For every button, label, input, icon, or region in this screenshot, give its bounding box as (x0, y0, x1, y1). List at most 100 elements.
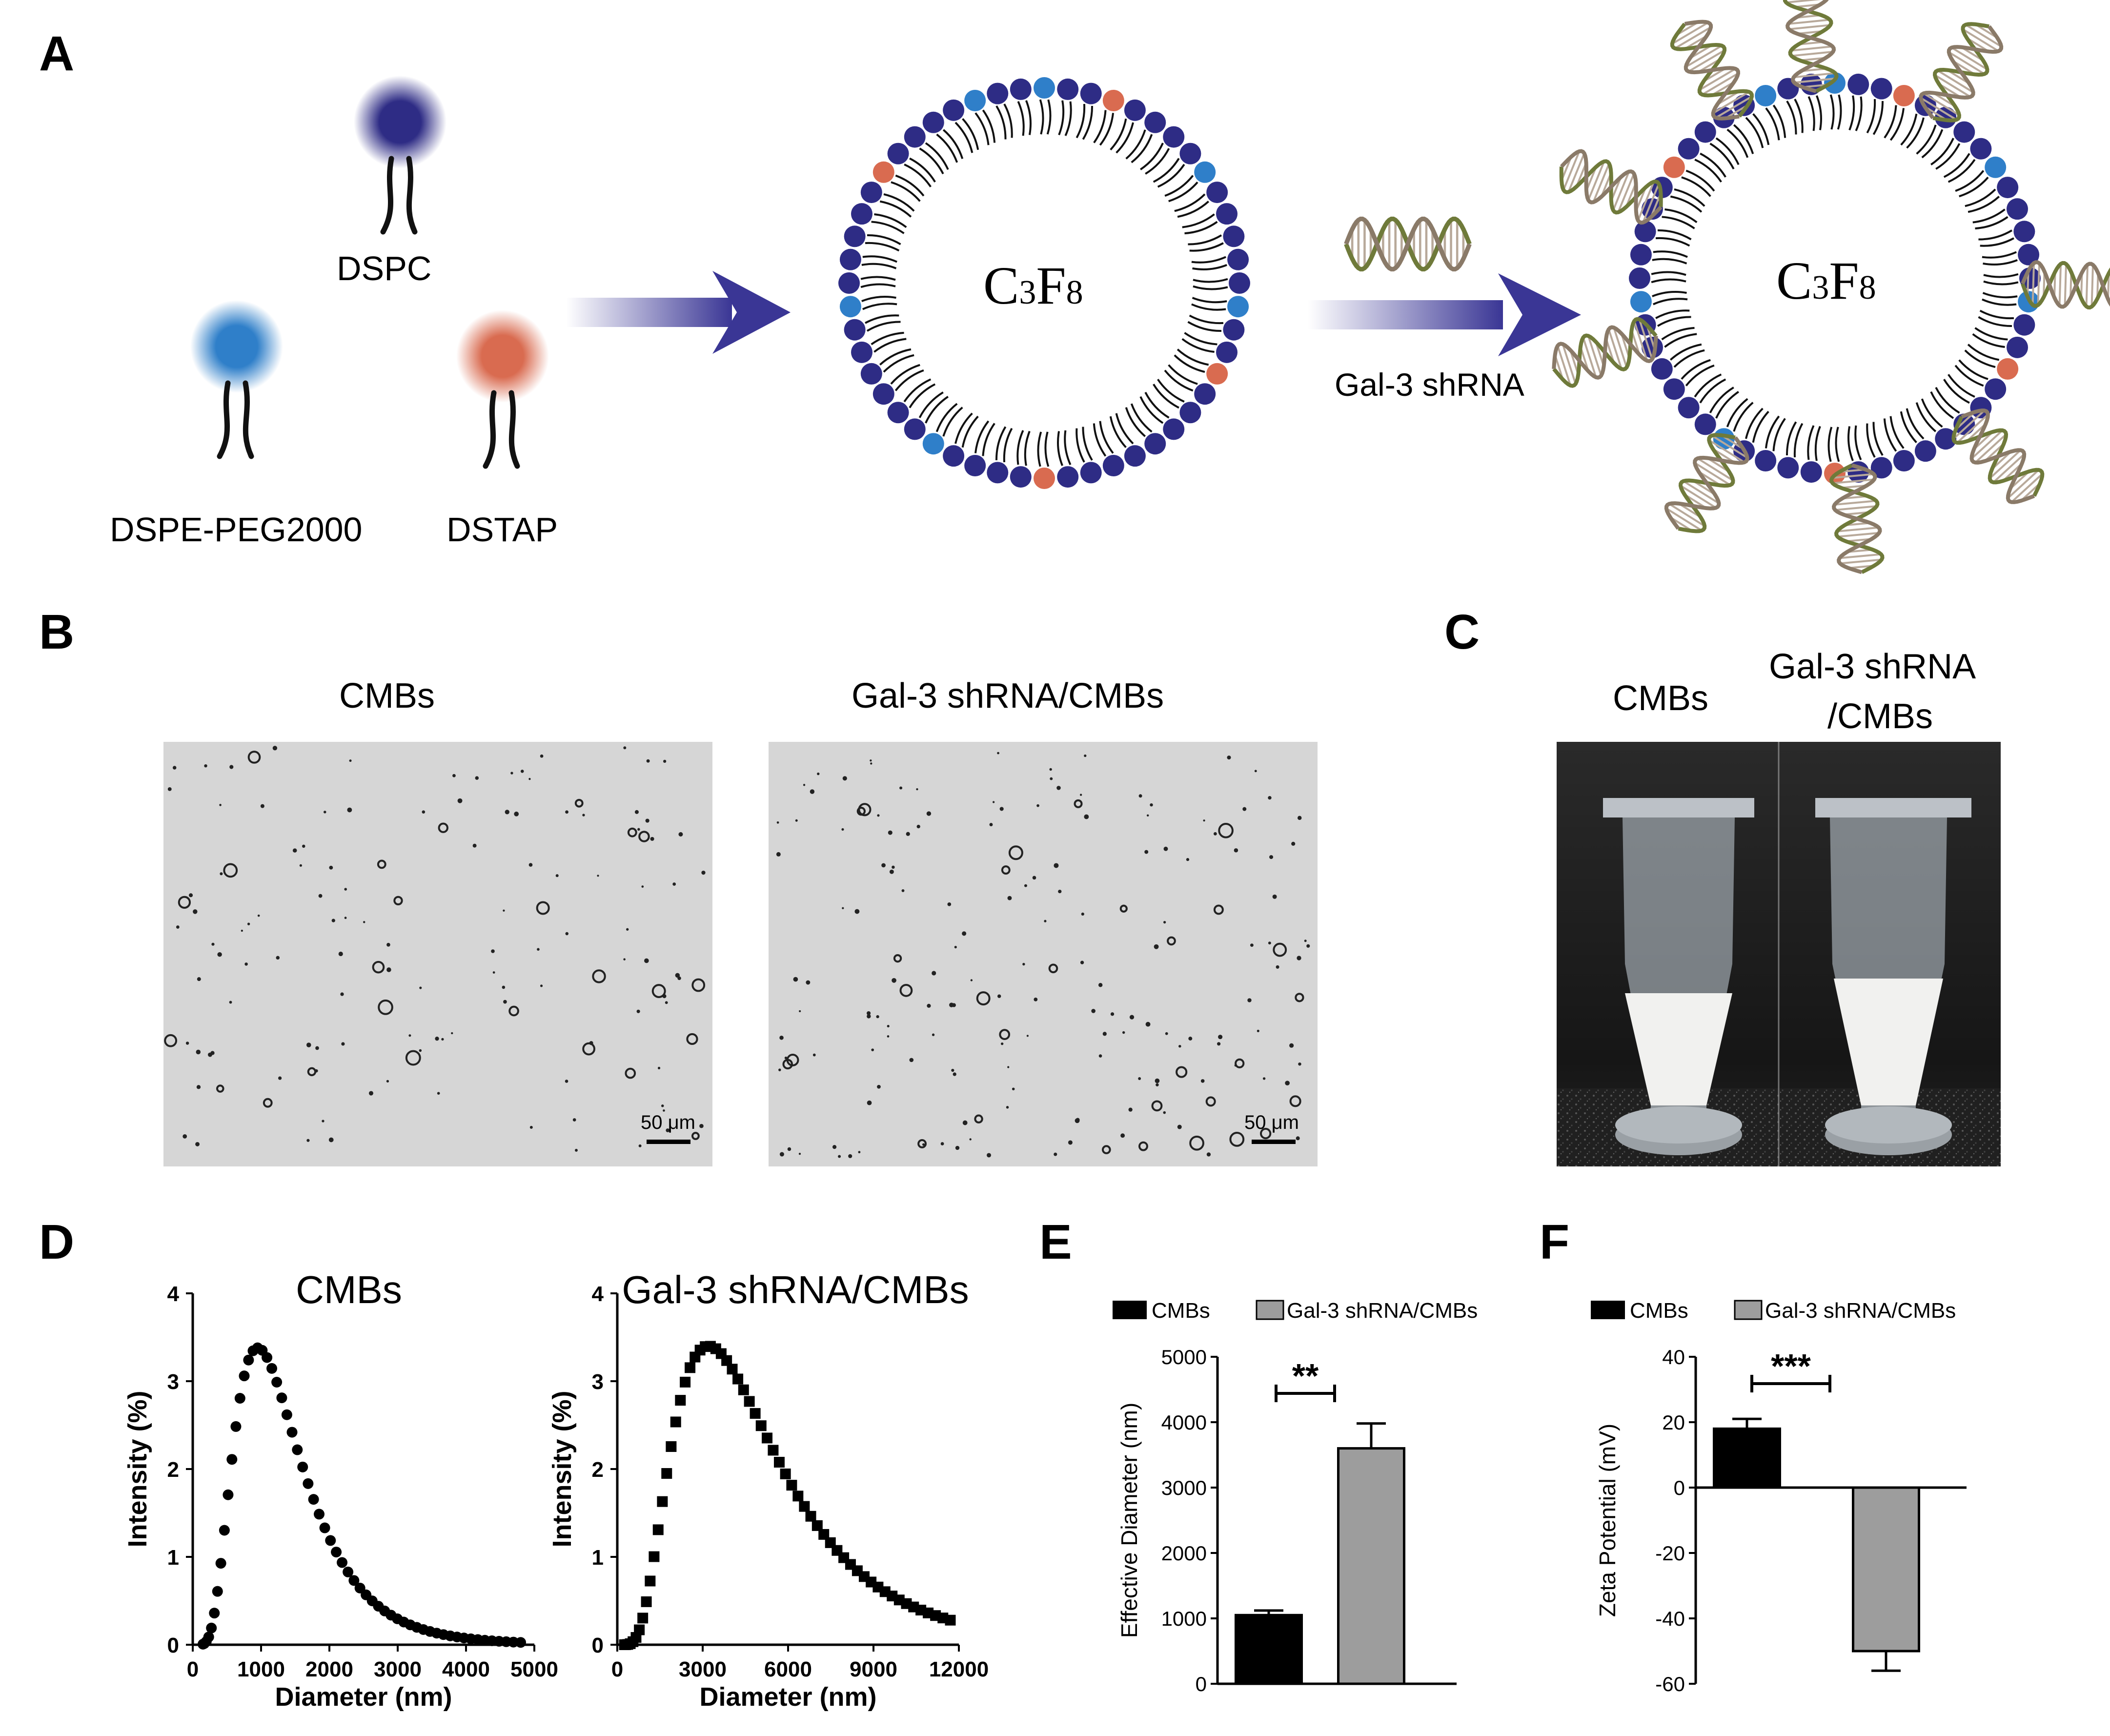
microbubble-dot (997, 994, 1001, 998)
data-point (226, 1454, 238, 1465)
lipid-tail (904, 163, 932, 187)
lipid-tail (1694, 373, 1722, 398)
lipid-head (1057, 78, 1079, 100)
dna-helix-icon (1783, 0, 1839, 93)
lipid-tail (861, 263, 897, 269)
lipid-tail (1651, 271, 1686, 276)
lipid-tail (1765, 415, 1780, 449)
microbubble-dot (917, 1139, 927, 1148)
microbubble-dot (1165, 1032, 1168, 1035)
lipid-tail (1915, 402, 1937, 432)
microbubble-dot (435, 1037, 439, 1041)
lipid-tail (1930, 391, 1954, 419)
lipid-tail (1972, 208, 2006, 224)
dna-rung (1699, 68, 1736, 91)
bar (1852, 1486, 1920, 1653)
lipid-head (1630, 291, 1652, 313)
dna-rung (1668, 503, 1705, 527)
microbubble-dot (626, 928, 629, 931)
lipid-tail (1855, 96, 1863, 131)
x-tick-label: 0 (187, 1657, 199, 1681)
lipid-tail (1003, 428, 1013, 463)
lipid-tail (1653, 298, 1688, 306)
x-tick-label: 2000 (305, 1657, 353, 1681)
microbubble-dot (575, 1148, 578, 1152)
microbubble-dot (419, 986, 422, 989)
y-tick-label: 3 (592, 1370, 604, 1394)
scale-bar (647, 1140, 690, 1144)
microbubble-dot (867, 1014, 871, 1019)
tube-photo (1557, 742, 2001, 1166)
core-label-2: C3F8 (1776, 251, 1876, 310)
microbubble-dot (954, 945, 957, 949)
microbubble-dot (1049, 768, 1052, 771)
microbubble-dot (927, 1003, 931, 1008)
microbubble-dot (1098, 983, 1103, 987)
data-point (750, 1408, 761, 1419)
data-point (792, 1491, 804, 1502)
lipid-tail (1955, 170, 1985, 192)
lipid-tail (1093, 423, 1107, 457)
microbubble-dot (932, 971, 936, 976)
lipid-tail (1674, 188, 1705, 207)
dna-strand (1684, 20, 1741, 121)
microbubble-dot (1227, 756, 1231, 760)
dna-rung (1685, 44, 1723, 68)
microbubble-dot (1177, 1124, 1182, 1129)
microbubble-dot (997, 752, 999, 755)
lipid-tail (1978, 316, 2012, 327)
lipid-head (922, 433, 944, 455)
microbubble-dot (799, 1010, 801, 1012)
microbubble-dot (889, 869, 894, 874)
dna-rung (1794, 77, 1836, 84)
lipid-tail (1814, 426, 1821, 461)
microbubble-dot (318, 894, 323, 898)
microbubble-dot (779, 1035, 784, 1040)
microbubble-dot (1098, 1054, 1102, 1058)
lipid-tail (1157, 379, 1185, 403)
lipid-tail (1653, 250, 1688, 258)
data-point (219, 1525, 230, 1536)
microbubble-dot (1257, 1029, 1259, 1032)
legend-label: CMBs (1630, 1299, 1688, 1323)
arrow-right-icon (566, 271, 791, 354)
lipid-tail (1187, 321, 1222, 332)
chart-title: CMBs (296, 1268, 402, 1311)
microbubble-dot (989, 823, 993, 827)
data-point (209, 1608, 220, 1619)
microbubble-dot (299, 864, 302, 867)
lipid-tail (1975, 216, 2009, 230)
microbubble-dot (1213, 904, 1224, 915)
microbubble-dot (419, 1049, 422, 1052)
dna-rung (1562, 344, 1577, 385)
lipid-head (1010, 78, 1032, 100)
microbubble-dot (276, 956, 280, 960)
lipid-tail (1177, 201, 1210, 218)
lipid-tail (1044, 431, 1050, 467)
lipid-tail (1699, 378, 1726, 404)
lipid-head (1080, 82, 1102, 104)
microbubble-dot (881, 863, 886, 868)
data-point (670, 1416, 681, 1428)
lipid-tail (1164, 369, 1194, 392)
microbubble-dot (969, 1138, 972, 1141)
microbubble-dot (999, 1029, 1011, 1041)
microbubble-dot (1217, 1042, 1221, 1046)
microbubble-dot (1247, 998, 1252, 1002)
dna-rung (1832, 478, 1875, 485)
x-tick-label: 3000 (374, 1657, 422, 1681)
microbubble-dot (1101, 1145, 1111, 1154)
lipid-tail (1837, 94, 1842, 130)
microbubble-dot (870, 762, 872, 765)
microbubble-dot (987, 1153, 992, 1158)
dna-rung (1702, 72, 1739, 96)
microbubble-dot (572, 1118, 576, 1122)
b-left-title: CMBs (339, 676, 435, 715)
dna-strand (1919, 25, 2004, 120)
lipid-head (1102, 89, 1124, 111)
microbubble-dot (1048, 963, 1058, 974)
lipid-head (1800, 461, 1822, 483)
microbubble-dot (1119, 904, 1128, 913)
